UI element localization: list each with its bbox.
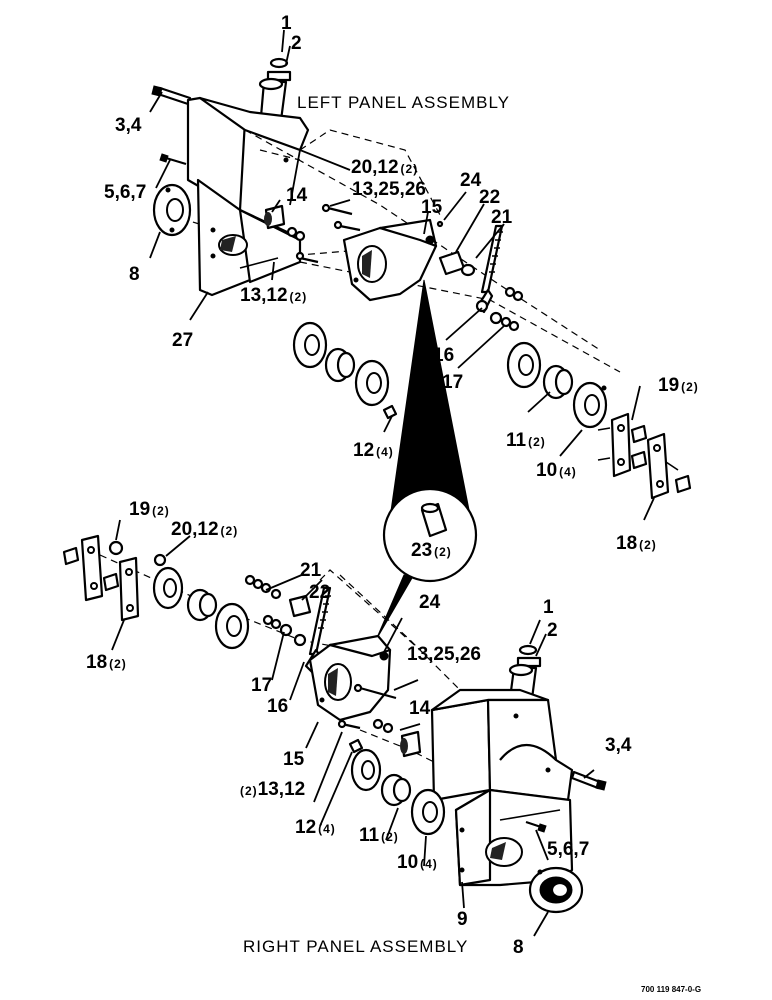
callout-24-bottom: 24 — [419, 592, 441, 613]
bottom-tensioner-bracket-15 — [308, 634, 392, 722]
detail-callout-23 — [375, 279, 478, 641]
left-panel-assembly — [151, 57, 692, 500]
top-adjusting-rod-21 — [475, 224, 524, 314]
callout-11-bottom: 11(2) — [359, 825, 399, 846]
left-panel-assembly-title: LEFT PANEL ASSEMBLY — [297, 93, 511, 112]
callout-19-bottom: 19(2) — [129, 499, 170, 520]
callout-15-top: 15 — [421, 197, 443, 218]
callout-14-bottom: 14 — [409, 698, 431, 719]
bottom-bushing-14 — [372, 718, 422, 758]
top-bushing-14 — [264, 204, 306, 242]
callout-21-bottom: 21 — [300, 560, 322, 581]
left-panel-bracket-27 — [186, 96, 310, 297]
top-bearing-flange-8 — [152, 183, 192, 237]
callout-10-bottom: 10(4) — [397, 852, 438, 873]
callout-17-top: 17 — [442, 372, 464, 393]
top-tensioner-bracket-15 — [342, 218, 438, 302]
callout-17-bottom: 17 — [251, 675, 273, 696]
callout-2-top: 2 — [291, 33, 302, 54]
callout-16-top: 16 — [433, 345, 455, 366]
callout-15-bottom: 15 — [283, 749, 305, 770]
callout-13-12-top: 13,12(2) — [240, 285, 308, 306]
bottom-bearing-set-left — [152, 553, 250, 650]
bottom-bearing-flange-8 — [528, 866, 584, 914]
callout-2-bottom: 2 — [547, 620, 558, 641]
top-screw-5-6-7 — [159, 153, 187, 166]
callout-12-top: 12(4) — [353, 440, 394, 461]
callout-12-bottom: 12(4) — [295, 817, 336, 838]
callout-5-6-7-top: 5,6,7 — [104, 182, 147, 203]
callout-1-bottom: 1 — [543, 597, 554, 618]
top-clamp-straps-18 — [597, 412, 692, 500]
detail-bushing-23 — [420, 502, 448, 538]
callout-23: 23(2) — [411, 540, 452, 561]
bottom-clamp-straps-18 — [62, 534, 140, 622]
callout-8-bottom: 8 — [513, 937, 524, 958]
callout-19-top: 19(2) — [658, 375, 699, 396]
callout-14-top: 14 — [286, 185, 308, 206]
right-panel-bracket-9 — [430, 688, 574, 887]
callout-27: 27 — [172, 330, 194, 351]
callout-24-top: 24 — [460, 170, 482, 191]
callout-16-bottom: 16 — [267, 696, 289, 717]
callout-18-bottom: 18(2) — [86, 652, 127, 673]
callout-3-4-bottom: 3,4 — [605, 735, 632, 756]
callout-20-12-top: 20,12(2) — [351, 157, 419, 178]
callout-13-25-26-bottom: 13,25,26 — [407, 644, 481, 665]
callout-21-top: 21 — [491, 207, 513, 228]
callout-18-top: 18(2) — [616, 533, 657, 554]
top-bolt-3-4 — [151, 85, 192, 106]
callout-13-25-26-top: 13,25,26 — [352, 179, 426, 200]
callout-8-top: 8 — [129, 264, 140, 285]
right-panel-assembly — [62, 534, 607, 914]
right-panel-assembly-title: RIGHT PANEL ASSEMBLY — [243, 937, 469, 956]
top-bearing-set-center — [292, 321, 398, 420]
callout-9: 9 — [457, 909, 468, 930]
callout-1-top: 1 — [281, 13, 292, 34]
bottom-bolt-3-4 — [570, 770, 607, 791]
callout-22-top: 22 — [479, 187, 501, 208]
callout-22-bottom: 22 — [309, 582, 331, 603]
callout-13-12-bottom: (2)13,12 — [240, 779, 306, 800]
callout-5-6-7-bottom: 5,6,7 — [547, 839, 590, 860]
callout-11-top: 11(2) — [506, 430, 546, 451]
drawing-code: 700 119 847-0-G — [641, 985, 702, 994]
leader-lines — [111, 29, 655, 937]
top-bearing-set-right — [506, 341, 608, 429]
callout-10-top: 10(4) — [536, 460, 577, 481]
callout-3-4-top: 3,4 — [115, 115, 142, 136]
callout-20-12-bottom: 20,12(2) — [171, 519, 239, 540]
bottom-bearing-set-center — [348, 738, 446, 836]
